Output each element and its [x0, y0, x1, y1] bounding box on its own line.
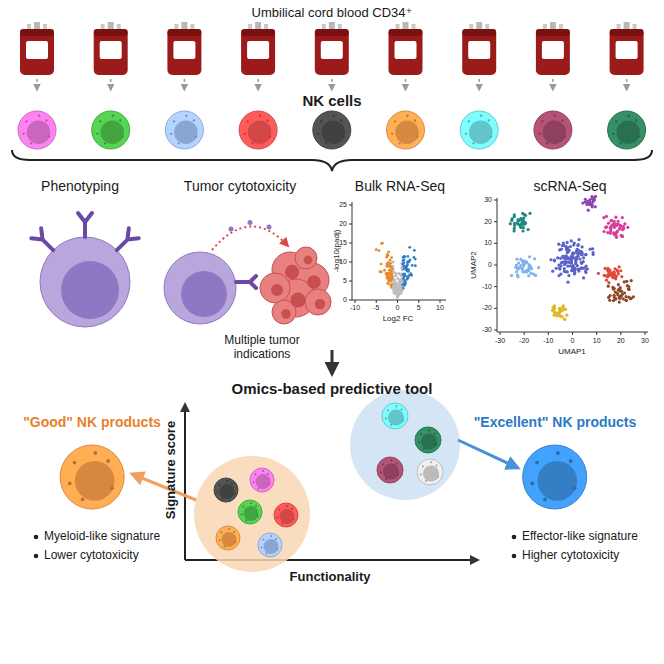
- nk-cell: [258, 533, 282, 557]
- bullet: [34, 535, 39, 540]
- blood-bag: [315, 22, 349, 90]
- axis-tick: 0: [343, 296, 347, 304]
- bullet: [512, 535, 517, 540]
- axis-tick: 30: [484, 196, 492, 204]
- panel-title: Tumor cytotoxicity: [184, 178, 296, 194]
- axis-tick: 0: [396, 304, 400, 312]
- axis-title: Log2 FC: [383, 314, 414, 323]
- panel-note: Multiple tumor indications: [207, 334, 317, 362]
- axis-tick: 5: [343, 277, 347, 285]
- product-cell: [520, 442, 590, 512]
- axis-title: UMAP1: [558, 347, 586, 356]
- product-heading: "Good" NK products: [23, 414, 161, 430]
- axis-tick: -10: [350, 304, 360, 312]
- phenotyping-cell: [31, 213, 138, 327]
- nk-cell: [239, 111, 277, 149]
- pointer-arrow: [458, 440, 518, 468]
- nk-cell: [313, 111, 351, 149]
- axis-tick: 20: [617, 337, 625, 345]
- nk-cell: [534, 111, 572, 149]
- product-node: "Excellent" NK products: [474, 414, 637, 512]
- nk-cell: [250, 468, 274, 492]
- section-title: Omics-based predictive tool: [232, 380, 433, 397]
- axis-title: -log10(padj): [332, 230, 341, 273]
- axis-title: Functionality: [290, 570, 371, 585]
- axis-tick: -20: [519, 337, 529, 345]
- title: Umbilical cord blood CD34⁺: [252, 6, 413, 21]
- product-node: "Good" NK products: [23, 414, 161, 512]
- good-cluster: [194, 456, 310, 572]
- blood-bag: [389, 22, 423, 90]
- axis-tick: -30: [482, 326, 492, 334]
- axis-tick: 30: [641, 337, 649, 345]
- nk-cell: [214, 478, 238, 502]
- umap-plot: [494, 195, 648, 335]
- axis-tick: 10: [484, 239, 492, 247]
- nk-cell: [608, 111, 646, 149]
- axis-tick: -5: [373, 304, 379, 312]
- nk-cell: [382, 403, 408, 429]
- panel-title: Bulk RNA-Seq: [355, 178, 445, 194]
- axis-tick: 20: [484, 218, 492, 226]
- nk-cell: [415, 427, 441, 453]
- product-heading: "Excellent" NK products: [474, 414, 637, 430]
- nk-cell: [18, 111, 56, 149]
- axis-tick: 0: [488, 261, 492, 269]
- brace: [12, 150, 652, 171]
- nk-cell: [238, 500, 262, 524]
- bullet: [512, 554, 517, 559]
- nk-cell: [460, 111, 498, 149]
- bullet-text: Higher cytotoxicity: [522, 549, 619, 563]
- nk-cell: [274, 503, 298, 527]
- axis-tick: -10: [543, 337, 553, 345]
- nk-cell: [216, 526, 240, 550]
- product-cell: [60, 445, 124, 509]
- axis-tick: 10: [593, 337, 601, 345]
- blood-bag: [536, 22, 570, 90]
- bullet-text: Effector-like signature: [522, 530, 638, 544]
- nk-cell: [387, 111, 425, 149]
- product-cell: [57, 442, 127, 512]
- axis-title: Signature score: [164, 421, 179, 519]
- axis-tick: -30: [495, 337, 505, 345]
- group-title: NK cells: [302, 92, 361, 109]
- panel-title: Phenotyping: [41, 178, 119, 194]
- axis-tick: 5: [417, 304, 421, 312]
- blood-bag: [462, 22, 496, 90]
- blood-bag: [610, 22, 644, 90]
- blood-bag: [241, 22, 275, 90]
- nk-cell: [165, 111, 203, 149]
- nk-cell: [92, 111, 130, 149]
- axis-tick: 0: [571, 337, 575, 345]
- blood-bag: [167, 22, 201, 90]
- nk-cell: [417, 459, 443, 485]
- bullet: [34, 554, 39, 559]
- blood-bag: [20, 22, 54, 90]
- axis-tick: -20: [482, 304, 492, 312]
- panel-title: scRNA-Seq: [533, 178, 606, 194]
- excellent-cluster: [350, 390, 460, 500]
- axis-title: UMAP2: [469, 251, 478, 279]
- axis-tick: 25: [339, 201, 347, 209]
- bullet-text: Myeloid-like signature: [44, 530, 160, 544]
- flow-arrow: [331, 350, 334, 374]
- product-cell: [523, 445, 587, 509]
- axis-tick: -10: [482, 283, 492, 291]
- blood-bag: [94, 22, 128, 90]
- volcano-plot: [349, 202, 446, 303]
- cytotoxicity-illustration: [164, 220, 331, 324]
- nk-cell: [377, 457, 403, 483]
- bullet-text: Lower cytotoxicity: [44, 549, 139, 563]
- axis-tick: 10: [436, 304, 444, 312]
- axis-tick: 20: [339, 220, 347, 228]
